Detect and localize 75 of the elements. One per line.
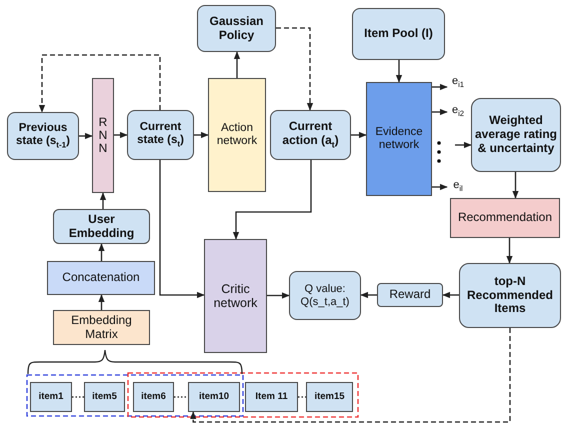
arrow <box>267 292 290 299</box>
item-box <box>30 382 72 412</box>
node-label: RNN <box>98 116 108 156</box>
node-label: Evidence network <box>374 126 424 152</box>
arrow <box>432 184 448 190</box>
arrow <box>432 108 448 116</box>
node-label: Weighted average rating & uncertainty <box>474 114 558 156</box>
item-box <box>188 382 240 412</box>
node-label: item5 <box>92 392 117 402</box>
node-label: e$_{i2}$ <box>452 104 464 120</box>
item-box <box>84 382 125 412</box>
arrow <box>194 132 209 138</box>
node-label: Current state (s$_{t}$) <box>136 121 185 149</box>
node-label: Critic network <box>212 282 258 310</box>
process-box <box>289 271 361 320</box>
node-label: Gaussian Policy <box>208 14 265 42</box>
item-box <box>306 382 353 412</box>
arrow <box>512 172 519 199</box>
arrow <box>351 132 367 138</box>
node-label: e$_{il}$ <box>453 179 463 195</box>
node-label: Current action (a$_{t}$) <box>281 120 340 150</box>
arrow <box>506 238 513 264</box>
item-box <box>245 382 298 412</box>
connector-line <box>298 396 306 398</box>
item-box <box>133 382 174 412</box>
network-block <box>366 82 432 196</box>
arrow <box>114 132 128 138</box>
arrow <box>432 84 448 90</box>
node-label: Embedding Matrix <box>70 314 133 342</box>
arrow <box>276 27 314 111</box>
node-label: Q value: Q(s_t,a_t) <box>300 282 350 308</box>
arrow <box>79 132 93 140</box>
node-label: item15 <box>314 392 345 402</box>
process-box <box>450 198 560 238</box>
node-label: Item 11 <box>255 392 288 402</box>
node-label: Reward <box>389 288 431 302</box>
process-box <box>53 209 150 244</box>
arrow <box>190 328 511 423</box>
connector-line <box>174 396 188 398</box>
process-box <box>459 263 561 328</box>
node-label: Recommendation <box>458 211 552 225</box>
network-block <box>208 78 266 192</box>
node-label: item1 <box>38 392 64 402</box>
arrow <box>232 160 312 240</box>
node-label: User Embedding <box>68 212 136 240</box>
arrow <box>234 51 240 78</box>
process-box <box>7 112 79 160</box>
arrow <box>442 292 459 298</box>
node-label: item10 <box>198 392 230 402</box>
process-box <box>127 110 194 160</box>
process-box <box>53 310 150 345</box>
arrow <box>100 192 106 209</box>
arrow <box>159 160 205 298</box>
network-block <box>92 78 114 193</box>
process-box <box>197 5 276 52</box>
arrow <box>98 294 105 310</box>
process-box <box>471 98 561 172</box>
connector-line <box>72 396 84 398</box>
arrow <box>396 60 402 83</box>
node-label: Item Pool (I) <box>364 27 433 41</box>
arrow <box>360 292 377 298</box>
network-block <box>204 239 267 353</box>
node-label: e$_{i1}$ <box>452 75 464 91</box>
process-box <box>270 110 351 160</box>
node-label: Action network <box>216 122 258 148</box>
node-label: item6 <box>141 392 166 402</box>
process-box <box>352 8 445 60</box>
arrow <box>98 243 105 261</box>
process-box <box>377 283 443 307</box>
arrow <box>455 142 472 148</box>
arrow <box>38 54 161 113</box>
process-box <box>47 261 155 295</box>
node-label: top-N Recommended Items <box>466 274 554 316</box>
node-label: Previous state (s$_{t-1}$) <box>15 122 71 150</box>
node-label: Concatenation <box>62 271 140 285</box>
